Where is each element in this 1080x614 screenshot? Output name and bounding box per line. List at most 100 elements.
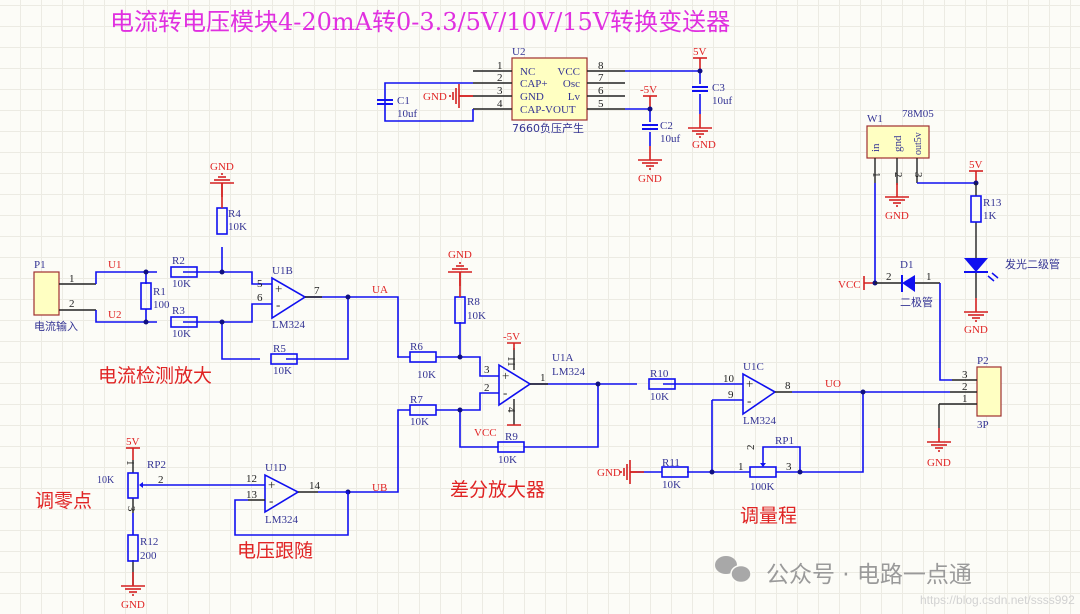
r11-ref: R11: [662, 457, 680, 469]
resistor-r9: [497, 441, 525, 453]
junction: [219, 269, 225, 275]
pin-num: 2: [886, 271, 892, 283]
w1-ref: W1: [867, 113, 883, 125]
u1d-ref: U1D: [265, 462, 286, 474]
pin-num: 1: [962, 393, 968, 405]
power-label-5v: 5V: [693, 46, 707, 58]
pin-num: 14: [309, 480, 321, 492]
potentiometer-rp2[interactable]: [127, 472, 143, 499]
pin-num: 3: [786, 461, 792, 473]
ground-symbol: [963, 297, 989, 322]
power-label-neg5v: -5V: [640, 84, 657, 96]
gnd-label: GND: [121, 599, 145, 611]
d1-ref: D1: [900, 259, 913, 271]
ground-symbol: [884, 182, 910, 207]
junction: [797, 469, 803, 475]
svg-text:-: -: [503, 385, 507, 400]
pin-num: 9: [728, 389, 734, 401]
rp1-value: 100K: [750, 481, 775, 493]
d1-label: 二极管: [900, 295, 933, 309]
pin-num: 10: [723, 373, 735, 385]
power-label-5v: 5V: [969, 159, 983, 171]
junction: [709, 469, 715, 475]
r3-ref: R3: [172, 305, 185, 317]
opamp-u1c: +-: [742, 372, 777, 416]
power-neg5v: [642, 95, 658, 109]
pin-num: 8: [598, 60, 604, 72]
pin-num: 7: [598, 72, 604, 84]
watermark-text: 公众号 · 电路一点通: [766, 562, 972, 588]
junction: [860, 389, 866, 395]
junction: [219, 319, 225, 325]
resistor-r6: [409, 351, 437, 363]
capacitor-c3: [691, 86, 709, 92]
junction: [457, 354, 463, 360]
ground-symbol: [120, 571, 146, 596]
net-label-ua: UA: [372, 284, 388, 296]
c1-ref: C1: [397, 95, 410, 107]
pin-num: 2: [69, 298, 75, 310]
pin-num: 7: [314, 285, 320, 297]
u2-7660: U2 1 2 3 4 8 7 6 5 NC CAP+ GND CAP-VOUT …: [473, 46, 625, 135]
r4-ref: R4: [228, 208, 241, 220]
pin-num: 6: [598, 85, 604, 97]
p1-ref: P1: [34, 259, 46, 271]
svg-text:+: +: [268, 477, 275, 492]
pin-num: 1: [738, 461, 744, 473]
c2-ref: C2: [660, 120, 673, 132]
u2-ref: U2: [512, 46, 525, 58]
rp1-ref: RP1: [775, 435, 794, 447]
ground-symbol: [447, 262, 473, 287]
svg-text:-: -: [269, 493, 273, 508]
net-label-u2: U2: [108, 309, 121, 321]
pin-num: 1: [124, 460, 136, 466]
pin-label: Lv: [568, 91, 581, 103]
p2-ref: P2: [977, 355, 989, 367]
pin-label: NC: [520, 66, 535, 78]
gnd-label: GND: [448, 249, 472, 261]
svg-text:+: +: [275, 281, 282, 296]
w1-78m05: [866, 125, 930, 159]
resistor-r1: [140, 282, 152, 310]
potentiometer-rp1[interactable]: [749, 460, 777, 478]
r7-ref: R7: [410, 394, 423, 406]
u2-note: 7660负压产生: [512, 121, 584, 135]
pin-label: in: [870, 143, 882, 152]
junction: [345, 294, 351, 300]
pin-num: 12: [246, 473, 257, 485]
pin-label: out5v: [913, 132, 924, 155]
pin-num: 1: [69, 273, 75, 285]
power-label-vcc: VCC: [838, 279, 861, 291]
resistor-r13: [970, 195, 982, 223]
pin-num: 2: [745, 445, 757, 451]
junction: [595, 381, 601, 387]
pin-num: 11: [505, 356, 517, 367]
junction: [143, 269, 149, 275]
net-label-u1: U1: [108, 259, 121, 271]
ground-symbol: [209, 173, 235, 198]
gnd-label: GND: [423, 91, 447, 103]
pin-num: 3: [912, 172, 924, 178]
pin-num: 5: [598, 98, 604, 110]
resistor-r8: [454, 296, 466, 324]
gnd-label: GND: [638, 173, 662, 185]
section-label-detect: 电流检测放大: [98, 365, 212, 387]
opamp-u1b: +-: [271, 276, 307, 320]
gnd-label: GND: [885, 210, 909, 222]
pin-num: 1: [926, 271, 932, 283]
net-label-uo: UO: [825, 378, 841, 390]
r8-value: 10K: [467, 310, 486, 322]
junction: [143, 319, 149, 325]
rp2-ref: RP2: [147, 459, 166, 471]
pin-label: GND: [520, 91, 544, 103]
r6-value: 10K: [417, 369, 436, 381]
watermark-url: https://blog.csdn.net/ssss992: [920, 593, 1075, 607]
r12-ref: R12: [140, 536, 158, 548]
ground-symbol: [926, 427, 952, 452]
pin-label: CAP-VOUT: [520, 104, 576, 116]
r12-value: 200: [140, 550, 157, 562]
r3-value: 10K: [172, 328, 191, 340]
pin-num: 8: [785, 380, 791, 392]
